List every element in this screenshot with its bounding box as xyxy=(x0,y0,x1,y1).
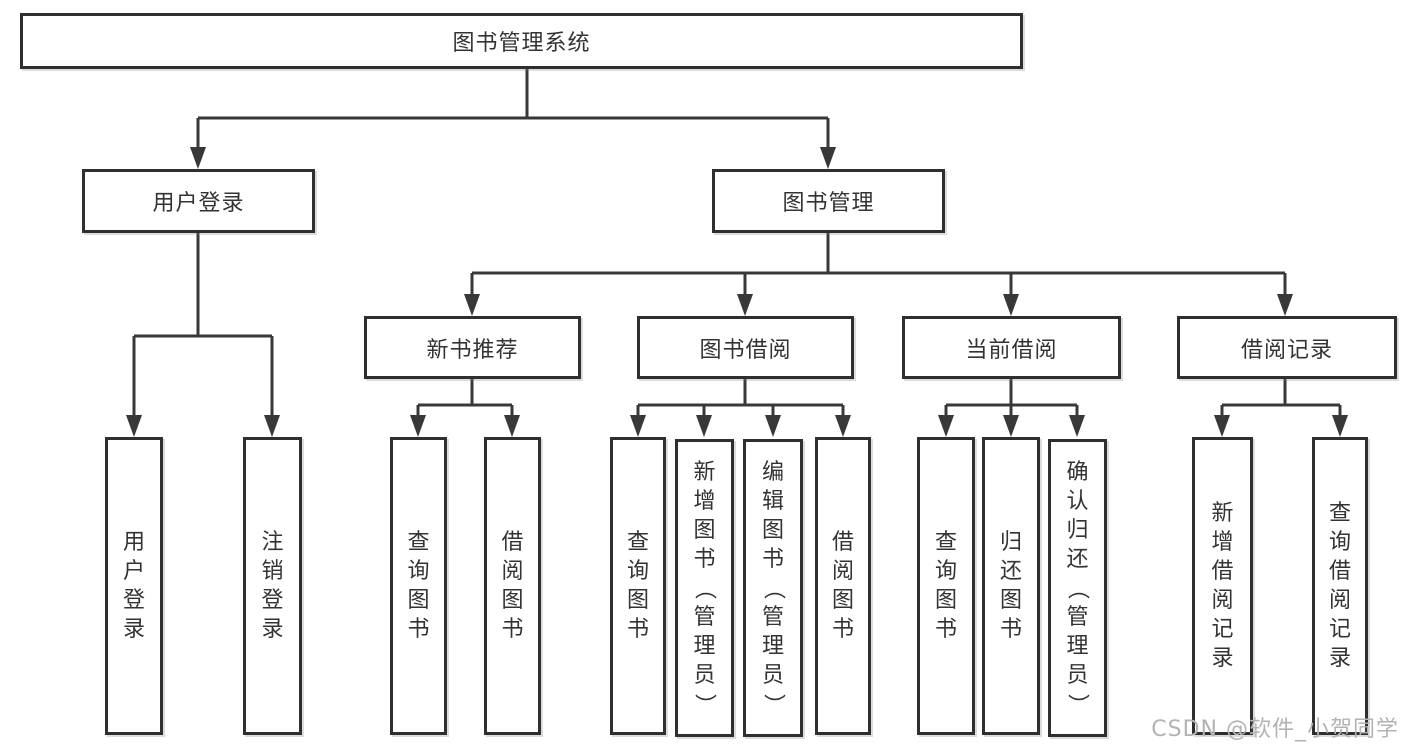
leaf-return-book: 归还图书 xyxy=(982,437,1040,735)
leaf-borrow-books-recommend: 借阅图书 xyxy=(484,437,541,735)
leaf-logout: 注销登录 xyxy=(243,437,302,735)
leaf-query-borrow-record: 查询借阅记录 xyxy=(1312,437,1368,735)
leaf-borrow-books-borrowing: 借阅图书 xyxy=(815,437,871,735)
node-user-login: 用户登录 xyxy=(82,169,315,233)
node-new-book-recommend: 新书推荐 xyxy=(364,316,581,379)
node-book-borrowing: 图书借阅 xyxy=(637,316,854,379)
leaf-query-books-borrowing: 查询图书 xyxy=(610,437,666,735)
node-root-system: 图书管理系统 xyxy=(20,13,1023,69)
node-book-management: 图书管理 xyxy=(712,169,945,233)
leaf-add-book-admin: 新增图书（管理员） xyxy=(675,439,734,737)
csdn-watermark: CSDN @软件_小贺同学 xyxy=(1151,717,1399,742)
node-borrowing-records: 借阅记录 xyxy=(1177,316,1397,379)
node-current-borrowing: 当前借阅 xyxy=(902,316,1121,379)
leaf-query-books-recommend: 查询图书 xyxy=(390,437,447,735)
leaf-add-borrow-record: 新增借阅记录 xyxy=(1192,437,1253,735)
leaf-edit-book-admin: 编辑图书（管理员） xyxy=(743,439,803,737)
leaf-user-login: 用户登录 xyxy=(105,437,163,735)
leaf-query-books-current: 查询图书 xyxy=(917,437,975,735)
leaf-confirm-return-admin: 确认归还（管理员） xyxy=(1048,439,1107,737)
